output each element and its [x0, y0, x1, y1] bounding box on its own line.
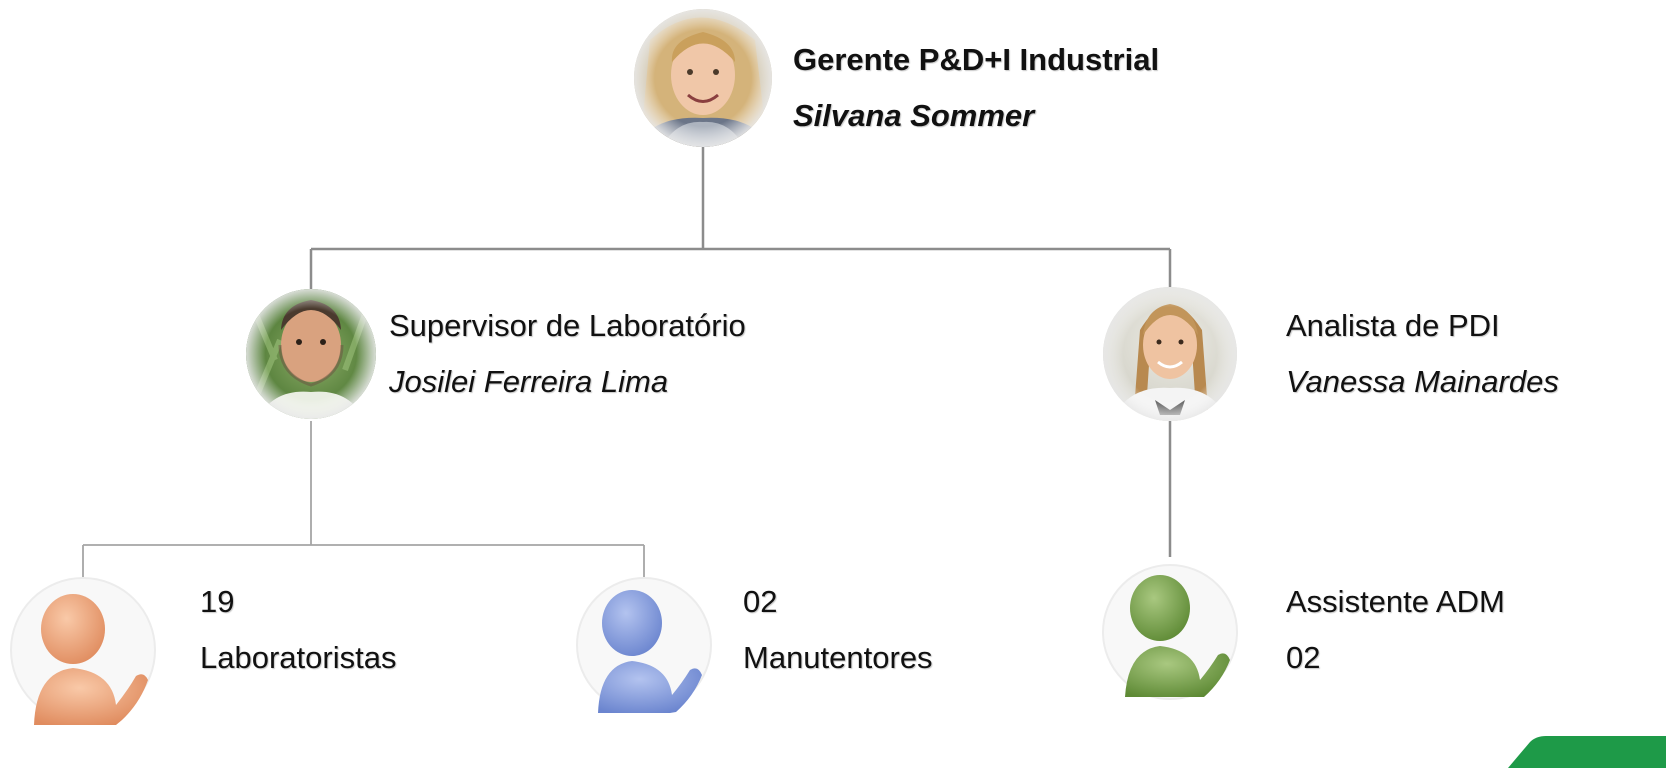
manager-photo-frame — [634, 9, 772, 147]
lab-team-role: Laboratoristas — [200, 640, 397, 675]
supervisor-photo-frame — [246, 289, 376, 419]
lab-team-label: 19 Laboratoristas — [200, 574, 396, 686]
manager-name: Silvana Sommer — [793, 98, 1035, 133]
lab-team-count: 19 — [200, 584, 235, 619]
manager-title: Gerente P&D+I Industrial — [793, 42, 1160, 77]
admin-team-role: Assistente ADM — [1286, 584, 1505, 619]
connectors — [82, 147, 1172, 578]
admin-team-count: 02 — [1286, 640, 1321, 675]
supervisor-title: Supervisor de Laboratório — [389, 308, 746, 343]
person-waving-icon — [576, 577, 712, 713]
supervisor-name: Josilei Ferreira Lima — [389, 364, 669, 399]
analyst-name: Vanessa Mainardes — [1286, 364, 1559, 399]
maintenance-team-role: Manutentores — [743, 640, 933, 675]
analyst-photo-frame — [1103, 287, 1237, 421]
supervisor-label: Supervisor de Laboratório Josilei Ferrei… — [389, 298, 746, 410]
analyst-label: Analista de PDI Vanessa Mainardes — [1286, 298, 1559, 410]
connector-manager — [309, 147, 1172, 289]
maintenance-team-count: 02 — [743, 584, 778, 619]
analyst-title: Analista de PDI — [1286, 308, 1500, 343]
manager-label: Gerente P&D+I Industrial Silvana Sommer — [793, 32, 1159, 144]
person-waving-icon — [1102, 564, 1238, 700]
maintenance-team-label: 02 Manutentores — [743, 574, 933, 686]
person-waving-icon — [10, 577, 156, 725]
connector-supervisor — [82, 421, 645, 578]
corner-accent — [1508, 736, 1666, 768]
admin-team-label: Assistente ADM 02 — [1286, 574, 1505, 686]
